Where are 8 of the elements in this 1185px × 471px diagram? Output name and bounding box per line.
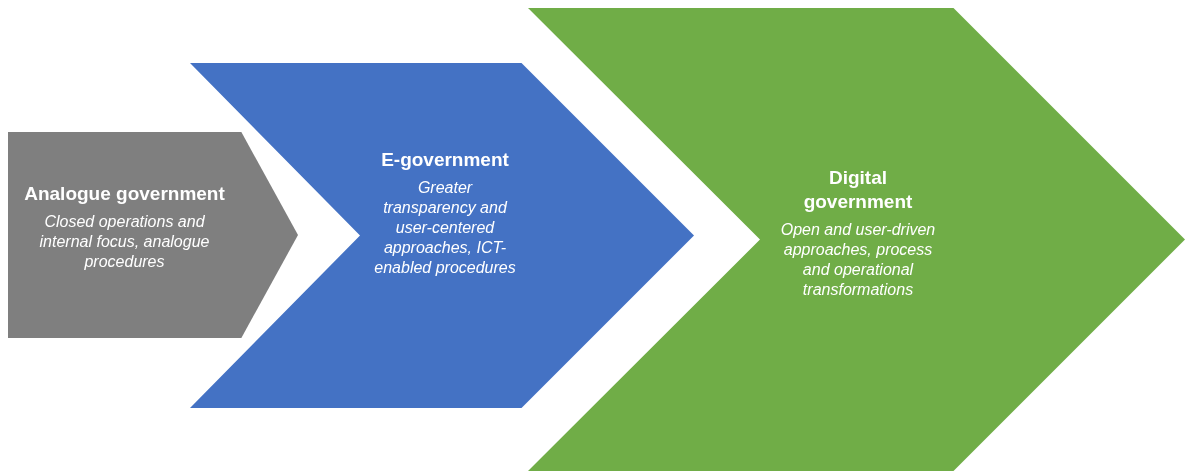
stage-description: Greater transparency and user-centered approaches, ICT-enabled procedures	[373, 178, 517, 278]
stage-description: Open and user-driven approaches, process and operational transformations	[779, 220, 937, 300]
stage-heading: Digital government	[802, 166, 914, 214]
stage-heading: Analogue government	[23, 182, 226, 206]
stage-panel	[8, 132, 298, 338]
stage-description: Closed operations and internal focus, analogue procedures	[38, 212, 211, 272]
stage-heading: E-government	[380, 148, 510, 172]
stage-panel	[528, 8, 1185, 471]
